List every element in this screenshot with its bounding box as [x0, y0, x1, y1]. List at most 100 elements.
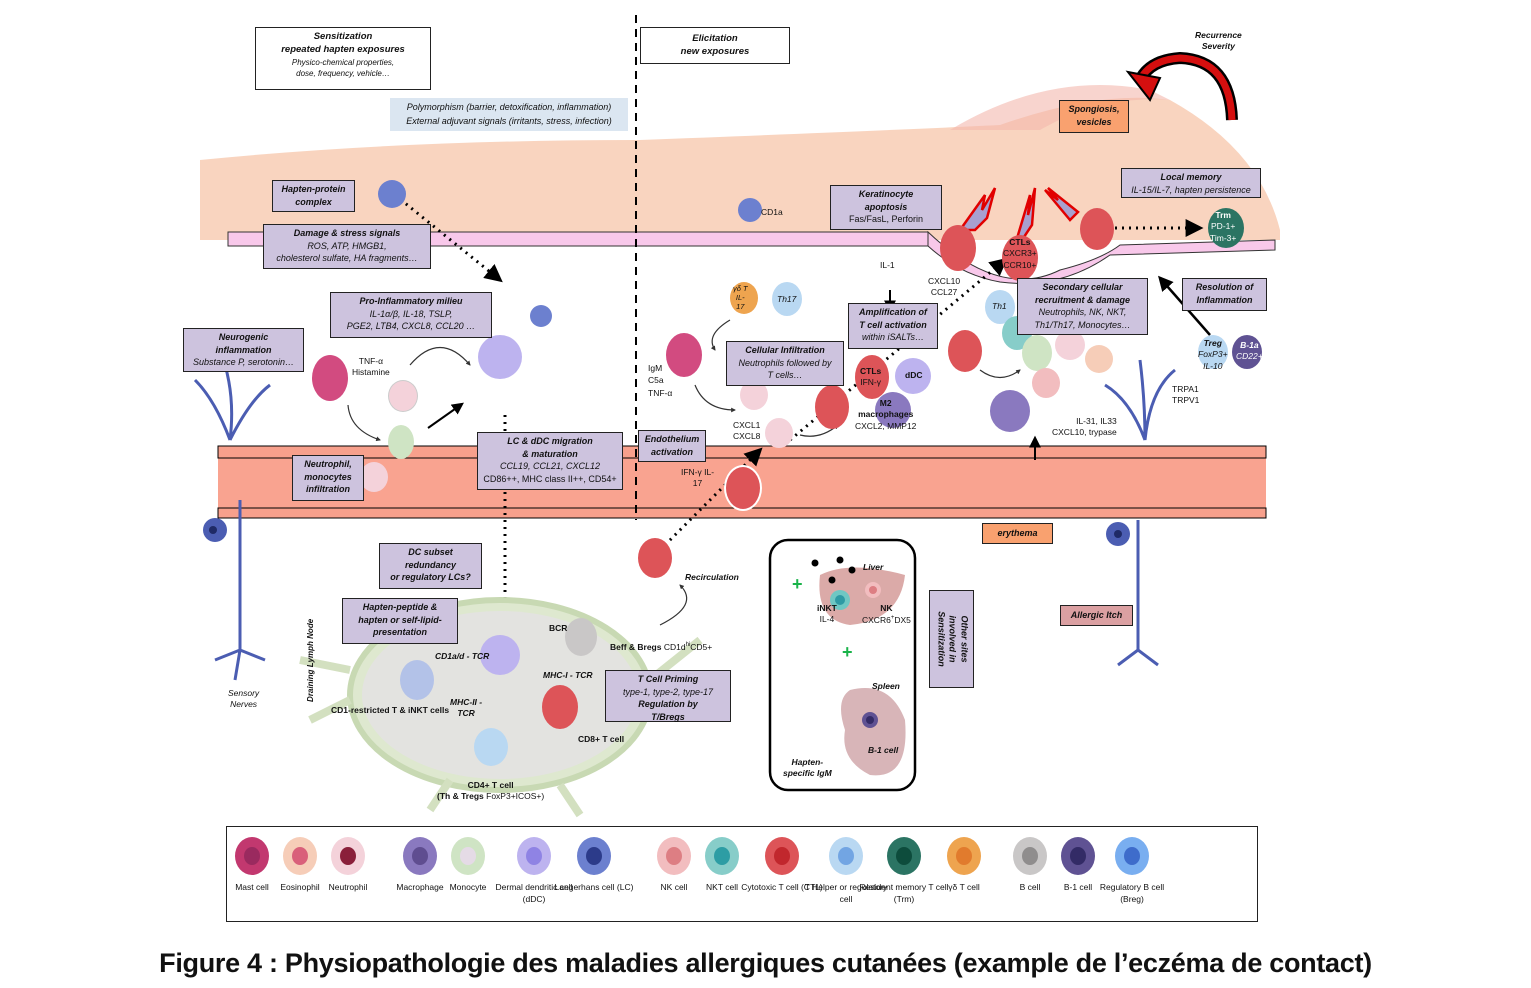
spongiosis-box: Spongiosis, vesicles [1059, 100, 1129, 133]
draining-lymph-node-label: Draining Lymph Node [306, 618, 316, 702]
legend-item: B cell [985, 837, 1075, 893]
legend-label: Monocyte [449, 882, 487, 892]
cd1ad-tcr-label: CD1a/d - TCR [435, 651, 490, 661]
mhc2-tcr-label: MHC-II - TCR [450, 697, 483, 719]
legend-cell-icon [765, 837, 799, 875]
bcr-label: BCR [549, 623, 568, 633]
legend-cell-icon [331, 837, 365, 875]
dermal-dendritic-cell [478, 335, 522, 379]
spleen-label: Spleen [872, 681, 900, 691]
gd-t-cell [730, 282, 758, 314]
legend-item: γδ T cell [919, 837, 1009, 893]
nk-label: NK CXCR6+DX5 [862, 603, 911, 626]
t-cell-priming-box: T Cell Priming type-1, type-2, type-17 R… [605, 670, 731, 722]
sensitization-box: Sensitization repeated hapten exposures … [255, 27, 431, 90]
treg-cell [1198, 335, 1228, 369]
ctl [940, 225, 976, 271]
liver-label: Liver [863, 562, 884, 572]
legend-label: NK cell [660, 882, 688, 892]
hapten-peptide-box: Hapten-peptide & hapten or self-lipid- p… [342, 598, 458, 644]
endothelium-box: Endothelium activation [638, 430, 706, 462]
lymph-dc [480, 635, 520, 675]
il31-label: IL-31, IL33 CXCL10, trypase [1052, 416, 1117, 438]
inkt-label: iNKT IL-4 [817, 603, 837, 625]
pro-inflammatory-box: Pro-Inflammatory milieu IL-1α/β, IL-18, … [330, 292, 492, 338]
legend-item: T Helper or regulatory cell [801, 837, 891, 906]
th17-cell [772, 282, 802, 316]
legend-cell-icon [1115, 837, 1149, 875]
tnf-histamine-label: TNF-α Histamine [352, 356, 390, 378]
lymph-cd8-cell [542, 685, 578, 729]
ddc [895, 358, 931, 394]
plus-icon: + [842, 642, 853, 662]
lc-migration-box: LC & dDC migration & maturation CCL19, C… [477, 432, 623, 490]
amplification-box: Amplification of T cell activation withi… [848, 303, 938, 349]
sensory-nerve-right [1104, 359, 1176, 667]
cxcl1-label: CXCL1 CXCL8 [733, 420, 761, 442]
m2-macrophage [875, 392, 911, 428]
legend-label: NKT cell [706, 882, 738, 892]
hapten-igm-label: Hapten- specific IgM [783, 757, 832, 779]
neutrophil [765, 418, 793, 448]
legend-cell-icon [517, 837, 551, 875]
ctl [1080, 208, 1114, 250]
legend-cell-icon [1061, 837, 1095, 875]
legend-item: Monocyte [423, 837, 513, 893]
cd1-restricted-label: CD1-restricted T & iNKT cells [331, 705, 450, 715]
trpa1-label: TRPA1 TRPV1 [1172, 384, 1200, 406]
legend-cell-icon [829, 837, 863, 875]
ctl [638, 538, 672, 578]
legend-item: NK cell [629, 837, 719, 893]
legend-cell-icon [705, 837, 739, 875]
trm-cell [1208, 208, 1244, 248]
figure-caption: Figure 4 : Physiopathologie des maladies… [159, 948, 1372, 978]
ctl [855, 355, 889, 399]
mast-cell [666, 333, 702, 377]
cxcl10-ccl27-label: CXCL10 CCL27 [928, 276, 961, 298]
lymph-cd1-t-cell [400, 660, 434, 700]
mast-cell [312, 355, 348, 401]
mhc1-tcr-label: MHC-I - TCR [543, 670, 593, 680]
treg-label: Treg FoxP3+ IL-10 [1198, 338, 1228, 371]
cd1a-label: CD1a [761, 207, 783, 217]
eosinophil [1085, 345, 1113, 373]
legend-item: Macrophage [375, 837, 465, 893]
legend-item: Dermal dendritic cell (dDC) [489, 837, 579, 906]
lymph-cd4-cell [474, 728, 508, 766]
legend-label: Macrophage [396, 882, 444, 892]
legend-cell-icon [577, 837, 611, 875]
legend-label: Eosinophil [280, 882, 320, 892]
legend-label: B cell [1019, 882, 1041, 892]
monocyte [388, 425, 414, 459]
legend-cell-icon [451, 837, 485, 875]
damage-stress-box: Damage & stress signals ROS, ATP, HMGB1,… [263, 224, 431, 269]
lymph-b-cell [565, 618, 597, 656]
erythema-box: erythema [982, 523, 1053, 544]
legend-cell-icon [403, 837, 437, 875]
macrophage [990, 390, 1030, 432]
cellular-infiltration-box: Cellular Infiltration Neutrophils follow… [726, 341, 844, 386]
cd8-label: CD8+ T cell [578, 734, 625, 744]
recirculation-label: Recirculation [685, 572, 739, 582]
legend-cell-icon [1013, 837, 1047, 875]
legend-item: NKT cell [677, 837, 767, 893]
sensory-nerves-label: Sensory Nerves [228, 688, 260, 710]
cd4-label: CD4+ T cell (Th & Tregs FoxP3+ICOS+) [437, 780, 545, 802]
legend-item: Langerhans cell (LC) [549, 837, 639, 893]
b1-cell-label: B-1 cell [868, 745, 899, 755]
legend-item: B-1 cell [1033, 837, 1123, 893]
legend-label: Resident memory T cell (Trm) [859, 882, 949, 905]
legend-label: Langerhans cell (LC) [554, 882, 634, 892]
beff-bregs-label: Beff & Bregs CD1dhiCD5+ [610, 641, 713, 652]
th17-label: Th17 [777, 294, 797, 304]
igm-label: IgM C5a TNF-α [648, 363, 673, 398]
legend-label: B-1 cell [1063, 882, 1093, 892]
resolution-box: Resolution of Inflammation [1182, 278, 1267, 311]
secondary-recruitment-box: Secondary cellular recruitment & damage … [1017, 278, 1148, 335]
polymorphism-note: Polymorphism (barrier, detoxification, i… [390, 98, 628, 131]
langerhans-cell [530, 305, 552, 327]
elicitation-box: Elicitation new exposures [640, 27, 790, 64]
th1-label: Th1 [992, 301, 1007, 311]
local-memory-box: Local memory IL-15/IL-7, hapten persiste… [1121, 168, 1261, 198]
hapten-protein-box: Hapten-protein complex [272, 180, 355, 212]
